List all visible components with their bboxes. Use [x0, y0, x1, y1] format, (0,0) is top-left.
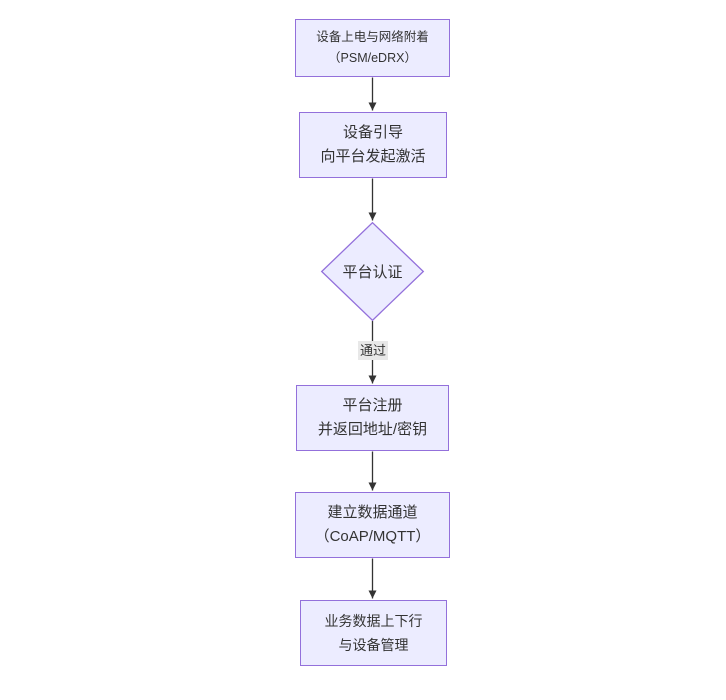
- node-power-network-attach: 设备上电与网络附着 （PSM/eDRX）: [295, 19, 450, 77]
- node-text-line: 设备引导: [342, 124, 403, 141]
- node-device-bootstrap: 设备引导 向平台发起激活: [299, 112, 447, 178]
- node-text-line: 设备上电与网络附着: [316, 30, 429, 44]
- node-business-data: 业务数据上下行 与设备管理: [300, 600, 447, 666]
- node-text-line: 平台认证: [342, 264, 403, 281]
- node-text-line: （CoAP/MQTT）: [314, 528, 431, 545]
- node-text-line: 建立数据通道: [327, 504, 418, 521]
- diamond-shape: [320, 221, 425, 322]
- node-platform-register: 平台注册 并返回地址/密钥: [296, 385, 449, 451]
- node-data-channel: 建立数据通道 （CoAP/MQTT）: [295, 492, 450, 558]
- edge-label-pass: 通过: [357, 341, 389, 360]
- node-text-line: 与设备管理: [338, 637, 409, 653]
- diamond-polygon: [320, 221, 425, 322]
- node-platform-auth-decision: 平台认证: [320, 221, 425, 322]
- node-text-line: （PSM/eDRX）: [328, 51, 417, 65]
- node-text-line: 并返回地址/密钥: [317, 421, 428, 438]
- node-text-line: 平台注册: [342, 397, 403, 414]
- node-text-line: 向平台发起激活: [320, 148, 426, 165]
- node-text-line: 业务数据上下行: [324, 613, 423, 629]
